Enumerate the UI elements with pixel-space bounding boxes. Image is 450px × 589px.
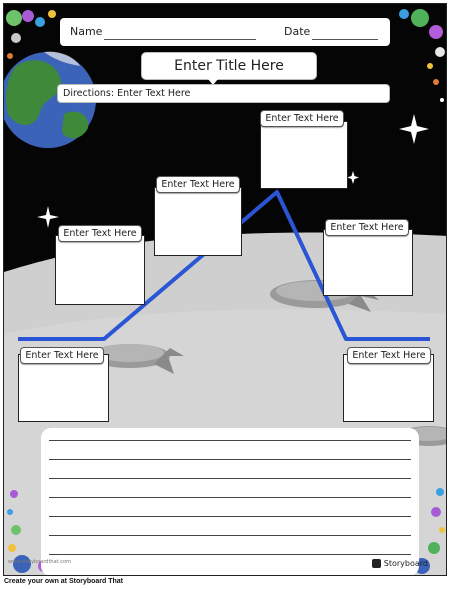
- plot-point-box-resolution[interactable]: [343, 354, 434, 422]
- notes-line: [49, 478, 411, 479]
- sparkle-star: [399, 114, 429, 144]
- sparkle-star: [37, 206, 59, 228]
- directions-field[interactable]: Directions: Enter Text Here: [57, 84, 390, 103]
- notes-line: [49, 440, 411, 441]
- notes-line: [49, 459, 411, 460]
- title-field[interactable]: Enter Title Here: [141, 52, 317, 80]
- plot-point-label-rising-action-2[interactable]: Enter Text Here: [156, 176, 240, 193]
- plot-point-box-rising-action-1[interactable]: [55, 235, 145, 305]
- plot-point-box-climax[interactable]: [260, 121, 348, 189]
- name-field[interactable]: [104, 39, 256, 40]
- date-field[interactable]: [312, 39, 378, 40]
- worksheet: Name Date Enter Title Here Directions: E…: [3, 3, 447, 576]
- storyboard-logo-text: Storyboard: [383, 559, 428, 568]
- plot-point-box-falling-action[interactable]: [323, 229, 413, 296]
- plot-point-label-exposition[interactable]: Enter Text Here: [20, 347, 104, 364]
- plot-point-label-rising-action-1[interactable]: Enter Text Here: [58, 225, 142, 242]
- footer-url: www.storyboardthat.com: [8, 559, 71, 565]
- plot-point-label-climax[interactable]: Enter Text Here: [260, 110, 344, 127]
- plot-point-label-resolution[interactable]: Enter Text Here: [347, 347, 431, 364]
- title-pointer: [208, 79, 218, 85]
- notes-line: [49, 516, 411, 517]
- notes-line: [49, 497, 411, 498]
- plot-point-box-exposition[interactable]: [18, 354, 109, 422]
- storyboard-logo: Storyboard: [371, 559, 428, 568]
- sparkle-star: [347, 171, 359, 184]
- storyboard-caption-link[interactable]: Create your own at Storyboard That: [4, 578, 124, 585]
- storyboard-logo-icon: [371, 559, 381, 568]
- name-label: Name: [70, 25, 103, 38]
- plot-line: [18, 190, 430, 341]
- date-label: Date: [284, 25, 311, 38]
- header-box: Name Date: [60, 18, 390, 46]
- earth-planet: [4, 51, 96, 148]
- moon-crater: [90, 344, 184, 374]
- plot-point-box-rising-action-2[interactable]: [154, 187, 242, 256]
- plot-point-label-falling-action[interactable]: Enter Text Here: [325, 219, 409, 236]
- notes-line: [49, 554, 411, 555]
- notes-area[interactable]: [41, 428, 419, 575]
- notes-line: [49, 535, 411, 536]
